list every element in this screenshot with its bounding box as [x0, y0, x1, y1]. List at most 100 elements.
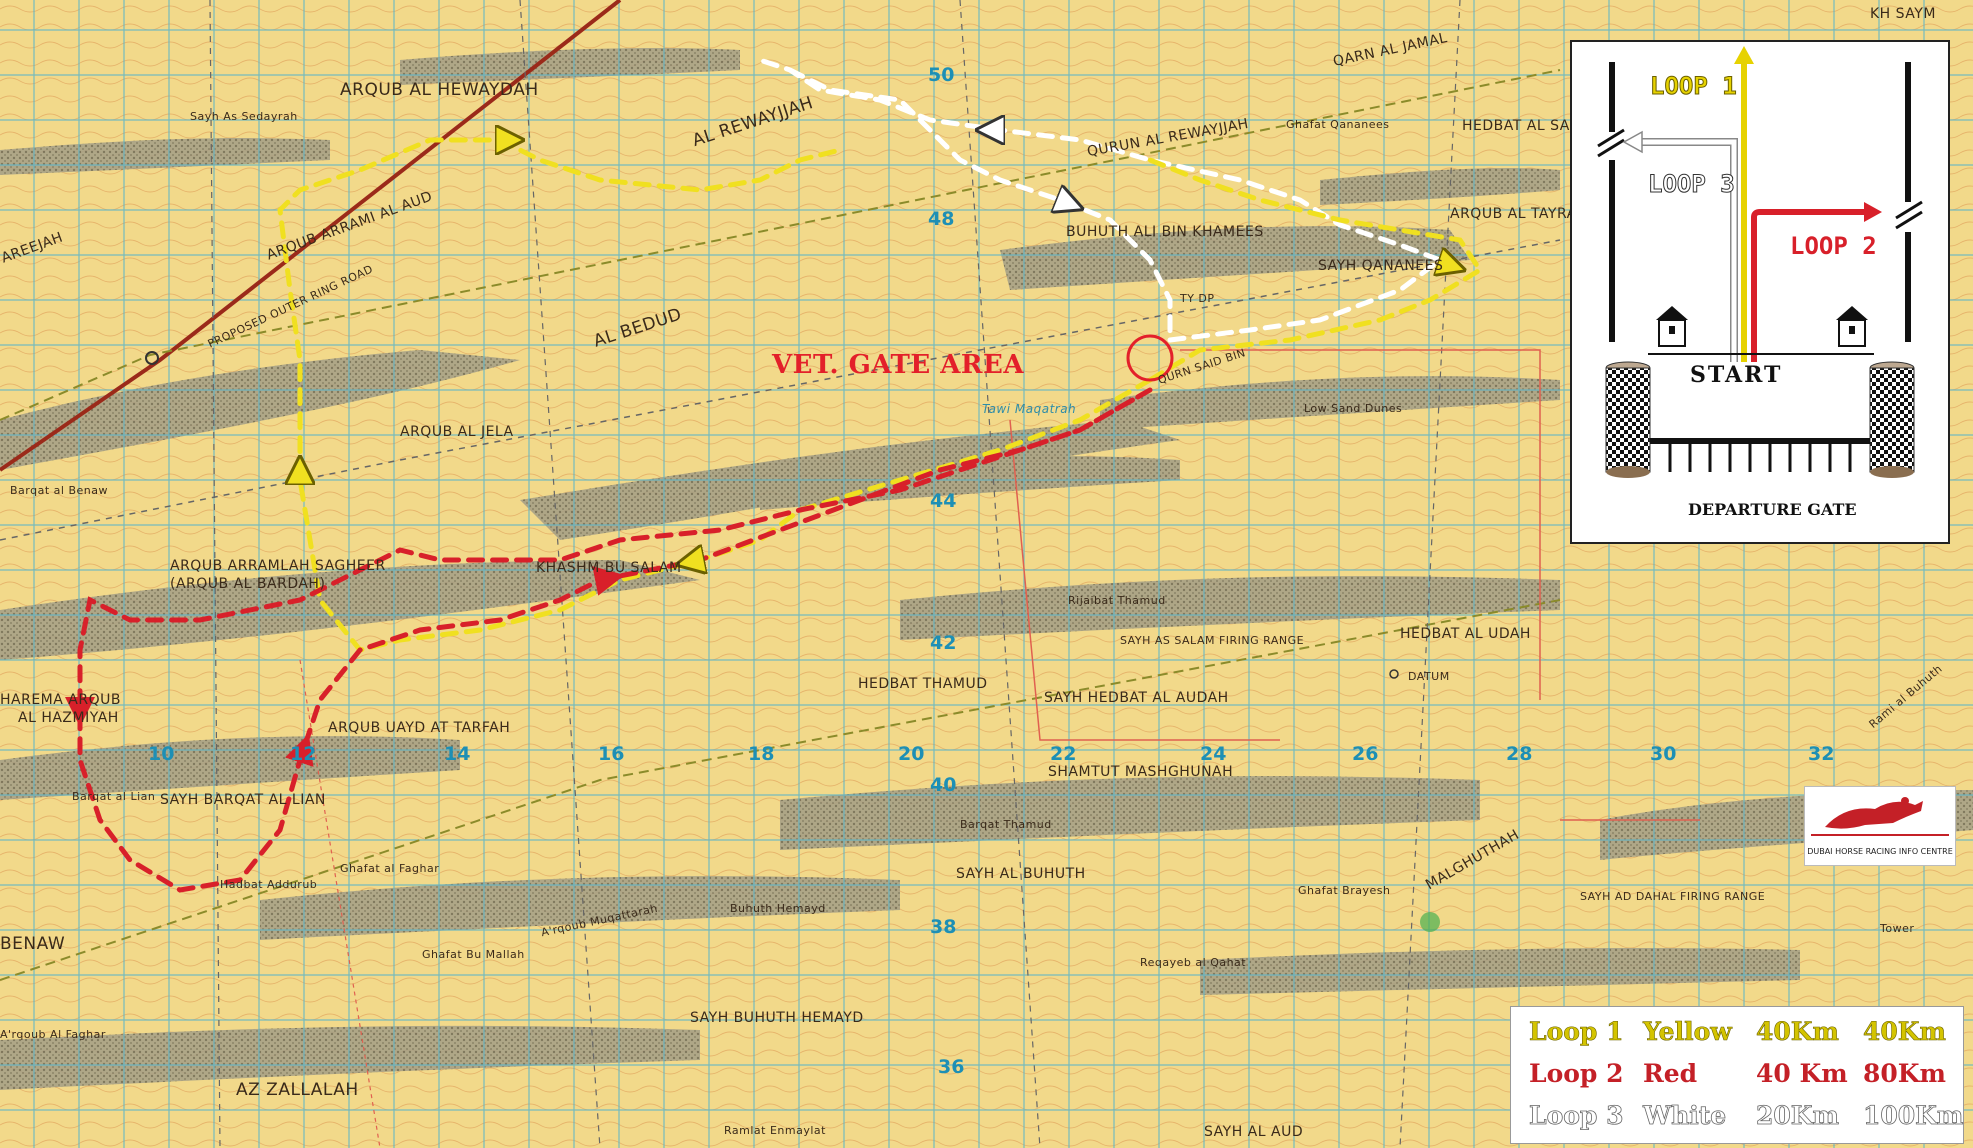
- legend-color: Yellow: [1643, 1017, 1732, 1047]
- place-label: DATUM: [1408, 670, 1450, 683]
- place-label: Tawi Maqatrah: [982, 402, 1077, 416]
- place-label: KH SAYM: [1870, 6, 1936, 22]
- grid-num-x: 28: [1506, 743, 1533, 765]
- grid-num-x: 14: [444, 743, 471, 765]
- place-label: Ghafat Brayesh: [1298, 884, 1391, 897]
- place-label: TY DP: [1180, 292, 1215, 305]
- route-yellow-loop1: [277, 137, 1484, 653]
- place-label: SAYH HEDBAT AL AUDAH: [1044, 690, 1229, 706]
- grid-num-y: 40: [930, 774, 957, 796]
- grid-num-y: 44: [930, 490, 957, 512]
- route-arrows: [65, 130, 1452, 767]
- place-label: ARQUB AL JELA: [400, 424, 514, 440]
- legend-color: Red: [1643, 1059, 1698, 1088]
- place-label: ARQUB AL HEWAYDAH: [340, 80, 539, 100]
- legend-distance: 20Km: [1756, 1101, 1840, 1131]
- place-label: Ramlat Enmaylat: [724, 1124, 826, 1137]
- place-label: Sayh As Sedayrah: [190, 110, 298, 123]
- checkered-tower-right: [1869, 361, 1915, 478]
- place-label: SAYH AL AUD: [1204, 1124, 1304, 1140]
- place-label: Barqat al Lian: [72, 790, 156, 803]
- grid-num-y: 42: [930, 632, 957, 654]
- place-label: HEDBAT AL UDAH: [1400, 626, 1531, 642]
- legend-row-loop3: Loop 3 White 20Km 100Km: [1511, 1101, 1964, 1141]
- grid-num-x: 26: [1352, 743, 1379, 765]
- vet-gate-circle: [1126, 334, 1174, 382]
- place-label: SAYH AL BUHUTH: [956, 866, 1086, 882]
- logo-text: DUBAI HORSE RACING INFO CENTRE: [1807, 847, 1953, 856]
- place-label: Hadbat Addurub: [220, 878, 318, 891]
- place-label: Reqayeb al Qahat: [1140, 956, 1247, 969]
- place-label: (ARQUB AL BARDAH): [170, 576, 326, 592]
- place-label: HAREMA ARQUB: [0, 692, 121, 708]
- place-label: Buhuth Hemayd: [730, 902, 826, 915]
- hut-icon: [1836, 306, 1868, 347]
- grid-num-x: 24: [1200, 743, 1227, 765]
- place-label: ARQUB AL TAYRAH: [1450, 206, 1588, 222]
- place-label: SAYH QANANEES: [1318, 258, 1444, 274]
- place-label: SAYH BARQAT AL LIAN: [160, 792, 326, 808]
- grid-num-x: 18: [748, 743, 775, 765]
- grid-num-x: 20: [898, 743, 925, 765]
- departure-gate-label: DEPARTURE GATE: [1688, 500, 1857, 519]
- place-label: Low Sand Dunes: [1304, 402, 1403, 415]
- legend-cumulative: 100Km: [1863, 1101, 1964, 1131]
- legend-row-loop1: Loop 1 Yellow 40Km 40Km: [1511, 1017, 1963, 1057]
- place-label: Ghafat Qananees: [1286, 118, 1390, 131]
- loop1-label: LOOP 1: [1650, 72, 1738, 101]
- legend-color: White: [1643, 1101, 1727, 1131]
- place-label: SAYH BUHUTH HEMAYD: [690, 1010, 864, 1026]
- tracks: [0, 0, 1700, 1148]
- legend-cumulative: 80Km: [1863, 1059, 1946, 1088]
- grid-num-x: 30: [1650, 743, 1677, 765]
- spot-marks: [145, 351, 1440, 932]
- grid-num-x: 16: [598, 743, 625, 765]
- legend: Loop 1 Yellow 40Km 40Km Loop 2 Red 40 Km…: [1510, 1006, 1964, 1144]
- grid-num-x: 10: [148, 743, 175, 765]
- legend-loop: Loop 2: [1529, 1059, 1624, 1088]
- place-label: HEDBAT AL SALAM: [1462, 118, 1602, 134]
- place-label: ARQUB ARRAMLAH SAGHEER: [170, 558, 386, 574]
- legend-cumulative: 40Km: [1863, 1017, 1947, 1047]
- horse-logo-icon: [1811, 797, 1949, 836]
- grid-num-x: 32: [1808, 743, 1835, 765]
- grid-num-x: 22: [1050, 743, 1077, 765]
- place-label: A'rqoub Al Faghar: [0, 1028, 106, 1041]
- grid-num-y: 48: [928, 208, 955, 230]
- grid-num-y: 50: [928, 64, 955, 86]
- legend-distance: 40Km: [1756, 1017, 1840, 1047]
- place-label: ARQUB UAYD AT TARFAH: [328, 720, 511, 736]
- hut-icon: [1656, 306, 1688, 347]
- checkered-tower-left: [1605, 361, 1651, 478]
- place-label: AL HAZMIYAH: [18, 710, 119, 726]
- place-label: Rijaibat Thamud: [1068, 594, 1166, 607]
- place-label: Tower: [1880, 922, 1915, 935]
- place-label: Ghafat Bu Mallah: [422, 948, 525, 961]
- legend-row-loop2: Loop 2 Red 40 Km 80Km: [1511, 1059, 1963, 1099]
- grid-num-y: 38: [930, 916, 957, 938]
- inset-diagram: [1597, 46, 1923, 478]
- place-label: Barqat al Benaw: [10, 484, 108, 497]
- legend-distance: 40 Km: [1756, 1059, 1848, 1088]
- grid-num-y: 36: [938, 1056, 965, 1078]
- legend-loop: Loop 3: [1529, 1101, 1624, 1131]
- place-label: AZ ZALLALAH: [236, 1080, 359, 1100]
- grid-num-x: 12: [290, 743, 317, 765]
- vet-gate-label: VET. GATE AREA: [772, 350, 1025, 380]
- place-label: Ghafat al Faghar: [340, 862, 440, 875]
- place-label: KHASHM BU SALAM: [536, 560, 682, 576]
- place-label: HEDBAT THAMUD: [858, 676, 988, 692]
- logo: DUBAI HORSE RACING INFO CENTRE: [1804, 786, 1956, 866]
- place-label: SHAMTUT MASHGHUNAH: [1048, 764, 1234, 780]
- loop3-label: LOOP 3: [1648, 170, 1736, 199]
- place-label: SAYH AS SALAM FIRING RANGE: [1120, 634, 1305, 647]
- place-label: SAYH AD DAHAL FIRING RANGE: [1580, 890, 1766, 903]
- place-label: Barqat Thamud: [960, 818, 1052, 831]
- route-white-loop3: [757, 57, 1446, 343]
- place-label: BUHUTH ALI BIN KHAMEES: [1066, 224, 1264, 240]
- place-label: BENAW: [0, 934, 66, 954]
- loop2-label: LOOP 2: [1790, 232, 1877, 260]
- loop-diagram-inset: LOOP 1 LOOP 3 LOOP 2 START DEPARTURE GAT…: [1570, 40, 1950, 544]
- legend-loop: Loop 1: [1529, 1017, 1624, 1047]
- start-label: START: [1690, 362, 1783, 388]
